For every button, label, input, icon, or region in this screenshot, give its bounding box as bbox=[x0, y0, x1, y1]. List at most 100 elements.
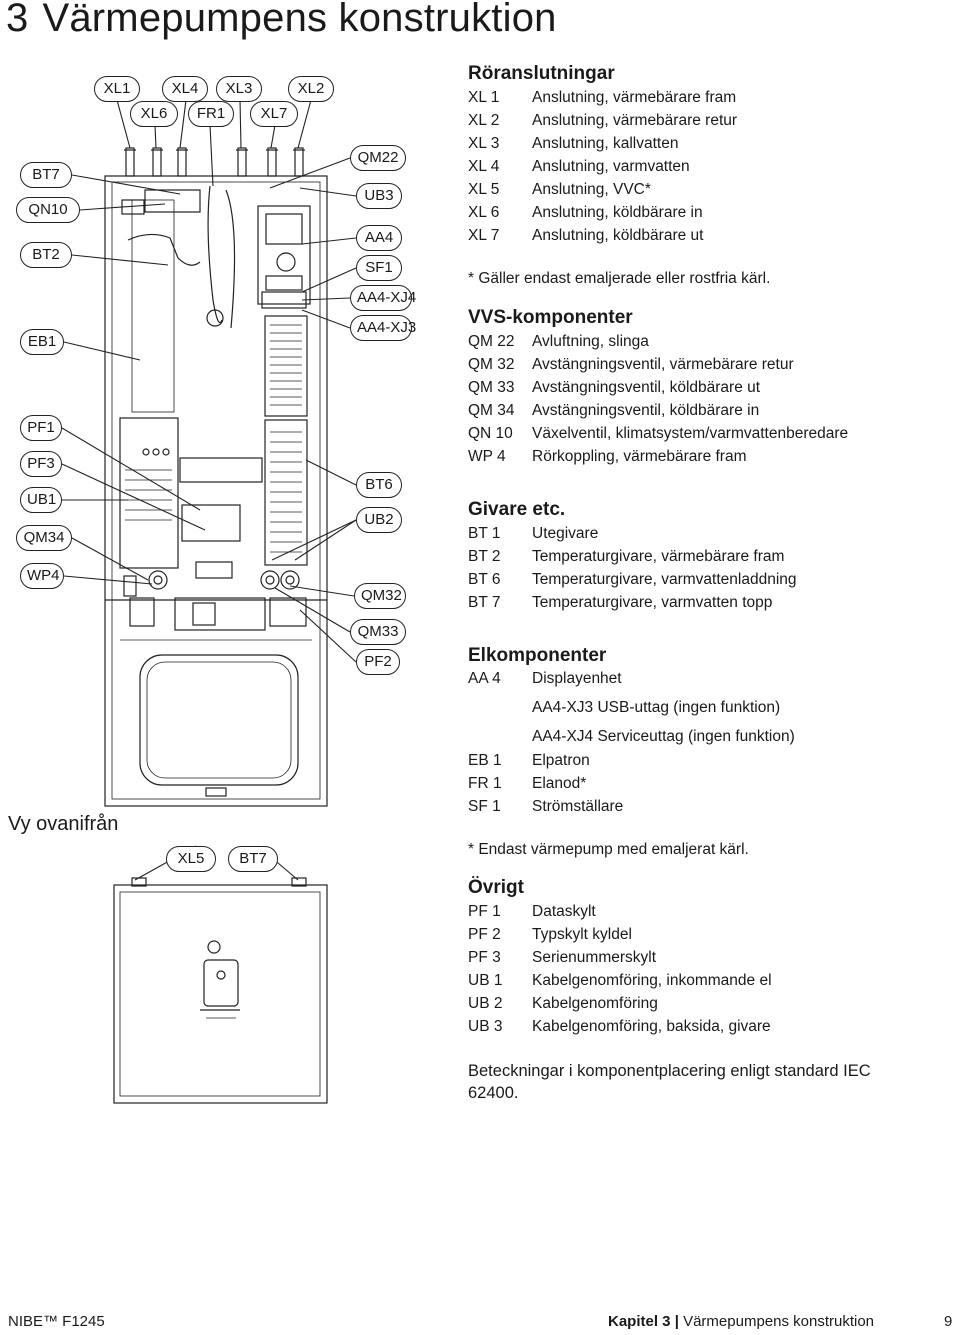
item-code: BT 7 bbox=[468, 594, 501, 611]
item-code: QM 33 bbox=[468, 379, 515, 396]
label-eb1: EB1 bbox=[20, 329, 64, 355]
item-desc: Avstängningsventil, värmebärare retur bbox=[532, 356, 794, 373]
item-desc: Anslutning, köldbärare ut bbox=[532, 227, 704, 244]
label-qm34: QM34 bbox=[16, 525, 72, 551]
page-title: 3 Värmepumpens konstruktion bbox=[6, 0, 557, 41]
list-item: UB 2 Kabelgenomföring bbox=[468, 993, 658, 1015]
item-desc: Displayenhet bbox=[532, 670, 622, 687]
item-desc: Växelventil, klimatsystem/varmvattenbere… bbox=[532, 425, 849, 442]
item-code: FR 1 bbox=[468, 775, 502, 792]
item-desc: Elanod* bbox=[532, 775, 587, 792]
footer-chapter: Kapitel 3 | Värmepumpens konstruktion bbox=[608, 1313, 874, 1330]
item-code: QM 32 bbox=[468, 356, 515, 373]
label-qm33: QM33 bbox=[350, 619, 406, 645]
electrical-cabinet bbox=[119, 417, 179, 569]
list-item: SF 1 Strömställare bbox=[468, 796, 623, 818]
label-fr1: FR1 bbox=[188, 101, 234, 127]
item-code: QM 22 bbox=[468, 333, 515, 350]
item-desc: Utegivare bbox=[532, 525, 599, 542]
item-desc: Temperaturgivare, varmvattenladdning bbox=[532, 571, 797, 588]
label-xl1: XL1 bbox=[94, 76, 140, 102]
item-desc: Anslutning, varmvatten bbox=[532, 158, 690, 175]
item-code: QN 10 bbox=[468, 425, 513, 442]
item-code: XL 6 bbox=[468, 204, 500, 221]
item-code: XL 4 bbox=[468, 158, 500, 175]
item-desc: Typskylt kyldel bbox=[532, 926, 632, 943]
item-code: AA 4 bbox=[468, 670, 501, 687]
list-item: PF 2 Typskylt kyldel bbox=[468, 924, 632, 946]
top-view-label: Vy ovanifrån bbox=[8, 813, 119, 835]
section-title-givare: Givare etc. bbox=[468, 499, 566, 520]
item-code: XL 3 bbox=[468, 135, 500, 152]
display-unit bbox=[257, 205, 311, 305]
chapter-number: 3 bbox=[6, 0, 29, 40]
footer-separator: | bbox=[674, 1313, 679, 1330]
item-code: UB 3 bbox=[468, 1018, 503, 1035]
item-desc: Anslutning, värmebärare fram bbox=[532, 89, 737, 106]
label-qn10: QN10 bbox=[16, 197, 80, 223]
list-item: AA 4 Displayenhet bbox=[468, 668, 622, 690]
item-code: QM 34 bbox=[468, 402, 515, 419]
list-item: EB 1 Elpatron bbox=[468, 750, 590, 772]
item-code: PF 3 bbox=[468, 949, 501, 966]
item-desc: Rörkoppling, värmebärare fram bbox=[532, 448, 747, 465]
list-item: PF 3 Serienummerskylt bbox=[468, 947, 656, 969]
sub-item-aa4-xj3: AA4-XJ3 USB-uttag (ingen funktion) bbox=[532, 699, 781, 716]
section-title-vvs: VVS-komponenter bbox=[468, 307, 633, 328]
note-elkomponenter: * Endast värmepump med emaljerat kärl. bbox=[468, 841, 749, 858]
item-desc: Temperaturgivare, varmvatten topp bbox=[532, 594, 773, 611]
list-item: XL 1 Anslutning, värmebärare fram bbox=[468, 87, 736, 109]
item-desc: Temperaturgivare, värmebärare fram bbox=[532, 548, 785, 565]
label-aa4: AA4 bbox=[356, 225, 402, 251]
item-code: XL 1 bbox=[468, 89, 500, 106]
heat-pump-drawing bbox=[61, 99, 357, 1104]
leader-lines bbox=[61, 99, 357, 881]
item-desc: Serienummerskylt bbox=[532, 949, 657, 966]
footer-page-number: 9 bbox=[944, 1313, 953, 1330]
list-item: BT 6 Temperaturgivare, varmvattenladdning bbox=[468, 569, 797, 591]
list-item: QN 10 Växelventil, klimatsystem/varmvatte… bbox=[468, 423, 848, 445]
note-roranslutningar: * Gäller endast emaljerade eller rostfri… bbox=[468, 270, 771, 287]
list-item: XL 4 Anslutning, varmvatten bbox=[468, 156, 690, 178]
item-code: BT 6 bbox=[468, 571, 501, 588]
item-desc: Avstängningsventil, köldbärare in bbox=[532, 402, 760, 419]
label-ub3: UB3 bbox=[356, 183, 402, 209]
label-bt2: BT2 bbox=[20, 242, 72, 268]
item-code: PF 1 bbox=[468, 903, 501, 920]
label-qm32: QM32 bbox=[354, 583, 406, 609]
list-item: FR 1 Elanod* bbox=[468, 773, 586, 795]
label-aa4-xj3: AA4-XJ3 bbox=[350, 315, 416, 341]
item-code: UB 2 bbox=[468, 995, 503, 1012]
footer-chapter-title: Värmepumpens konstruktion bbox=[683, 1313, 875, 1330]
label-aa4-xj4: AA4-XJ4 bbox=[350, 285, 416, 311]
label-pf3: PF3 bbox=[20, 451, 62, 477]
chapter-title: Värmepumpens konstruktion bbox=[42, 0, 557, 40]
item-desc: Elpatron bbox=[532, 752, 590, 769]
item-desc: Anslutning, värmebärare retur bbox=[532, 112, 738, 129]
item-code: EB 1 bbox=[468, 752, 502, 769]
item-code: BT 1 bbox=[468, 525, 501, 542]
sub-item-aa4-xj4: AA4-XJ4 Serviceuttag (ingen funktion) bbox=[532, 728, 795, 745]
footer-product: NIBE™ F1245 bbox=[8, 1313, 105, 1330]
section-title-elkomponenter: Elkomponenter bbox=[468, 645, 607, 666]
label-ub1: UB1 bbox=[20, 487, 62, 513]
label-bt6: BT6 bbox=[356, 472, 402, 498]
label-xl5: XL5 bbox=[166, 846, 216, 872]
item-code: PF 2 bbox=[468, 926, 501, 943]
item-desc: Kabelgenomföring bbox=[532, 995, 658, 1012]
top-view-outline bbox=[113, 884, 328, 1104]
item-code: UB 1 bbox=[468, 972, 503, 989]
item-code: SF 1 bbox=[468, 798, 501, 815]
label-bt7: BT7 bbox=[20, 162, 72, 188]
compressor-module bbox=[139, 654, 299, 786]
label-xl2: XL2 bbox=[288, 76, 334, 102]
section-title-roranslutningar: Röranslutningar bbox=[468, 63, 615, 84]
item-desc: Strömställare bbox=[532, 798, 624, 815]
